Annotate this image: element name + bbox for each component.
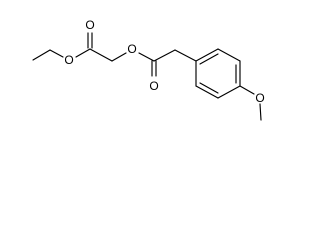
atom-label-carbonyl-o2: O (149, 79, 158, 93)
bond-ethyl-c1-c2 (32, 49, 51, 61)
bond-ring-methoxy-o (239, 85, 255, 95)
bond-methoxy-ch3 (259, 103, 262, 121)
bond-o-carbonyl-c1 (75, 48, 91, 58)
atom-label-carbonyl-o1: O (85, 18, 94, 32)
ring-bond-1 (195, 48, 219, 62)
ring-double-1 (199, 53, 219, 65)
atom-label-ester-o1: O (64, 53, 73, 67)
ring-bond-2 (217, 48, 241, 62)
bond-benzylic-ring (174, 49, 197, 62)
ring-bond-4 (217, 85, 241, 99)
atom-label-methoxy-o: O (255, 91, 264, 105)
ring-double-3 (199, 82, 219, 94)
bond-ethyl-c2-o (49, 49, 64, 58)
bond-o-carbonyl-c2 (138, 52, 155, 62)
atom-label-ester-o2: O (127, 42, 136, 56)
bond-ch2-o (111, 52, 127, 62)
bond-carbonyl1-ch2 (89, 48, 113, 62)
chemical-structure-canvas: O O O O O (32, 18, 265, 121)
ring-bond-5 (195, 85, 219, 99)
structure-diagram: O O O O O (32, 18, 265, 121)
bond-carbonyl2-benzylic (153, 49, 176, 62)
